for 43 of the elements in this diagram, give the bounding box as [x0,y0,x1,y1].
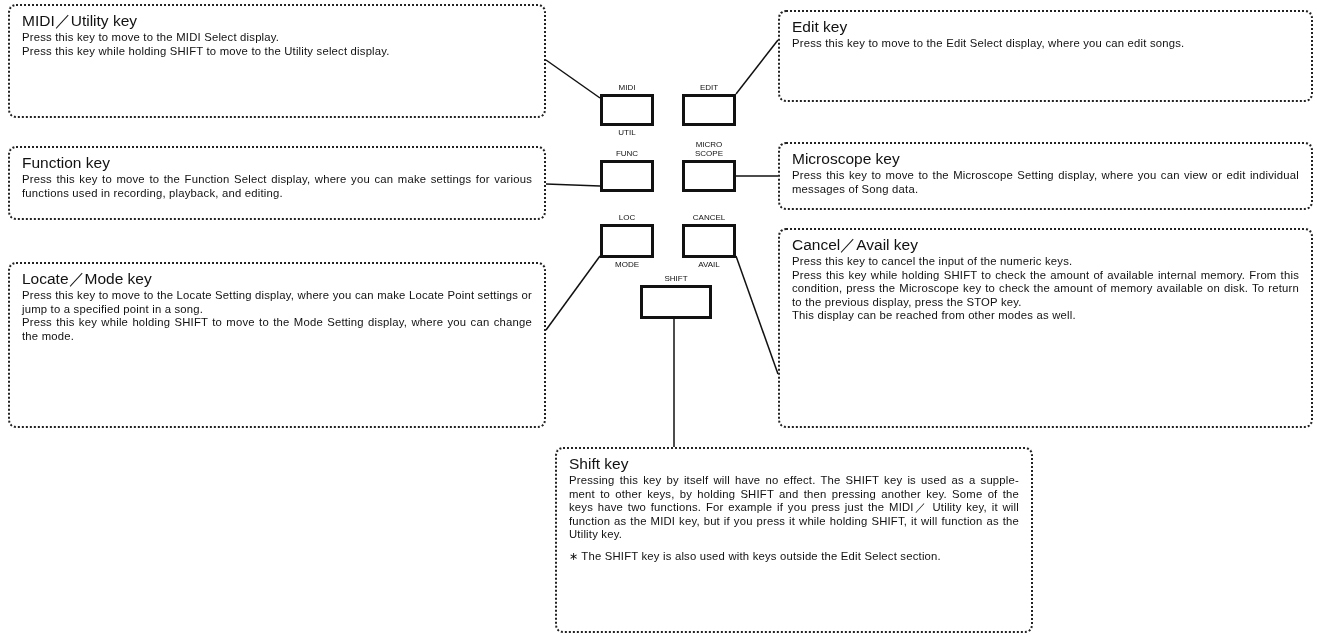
callout-text: Press this key while holding SHIFT to check the amount of available internal memory. From this condition, press the Microscope key to check the amount of memory available on disk. To return to the previous display, press the STOP key. [792,268,1299,310]
callout-box [778,10,1313,102]
callout-heading: Function key [22,154,111,172]
callout-box [8,146,546,220]
key-label: MIDI [618,83,636,92]
leader-line [545,59,601,99]
key-label: EDIT [699,83,719,92]
key-label: MODE [615,260,639,269]
callout-heading: Cancel／Avail key [792,236,919,254]
leader-line [735,39,779,95]
callout-heading: Shift key [569,455,630,473]
key-label: CANCEL [692,213,726,222]
leader-line [545,255,601,331]
callout-box [778,228,1313,428]
callout-text: Press this key to cancel the input of the numeric keys. [792,255,1074,269]
callout-text: Press this key while holding SHIFT to move to the Mode Setting display, where you can change the mode. [22,316,532,344]
leader-line [735,255,779,375]
callout-text: Press this key to move to the MIDI Select display. [22,31,281,45]
callout-heading: Microscope key [792,150,901,168]
leader-line [545,183,601,187]
callout-text: Press this key to move to the Edit Select display, where you can edit songs. [792,37,1186,51]
callout-box [555,447,1033,633]
callout-text: Press this key to move to the Locate Setting display, where you can make Locate Point settings or jump to a specified point in a song. [22,289,532,317]
callout-heading: Locate／Mode key [22,270,153,288]
callout-text: Pressing this key by itself will have no effect. The SHIFT key is used as a supple- ment to other keys, by holding SHIFT and then pressing another key. Some of the keys have two functions. For example if you press just the MIDI／ Utility key, it will function as the MIDI key, but if you press it while holding SHIFT, it will function as the Utility key. [569,474,1019,542]
key-label: LOC [618,213,636,222]
callout-box [778,142,1313,210]
leader-line [673,318,675,448]
callout-box [8,4,546,118]
leader-line [735,175,779,177]
callout-text: Press this key to move to the Microscope Setting display, where you can view or edit individual messages of Song data. [792,169,1299,197]
callout-text: Press this key to move to the Function Select display, where you can make settings for various functions used in recording, playback, and editing. [22,173,532,201]
callout-text: ∗ The SHIFT key is also used with keys outside the Edit Select section. [569,549,942,564]
key-label: AVAIL [698,260,720,269]
callout-heading: Edit key [792,18,849,36]
callout-box [8,262,546,428]
key-label: MICRO SCOPE [694,140,724,158]
callout-text: This display can be reached from other modes as well. [792,309,1077,323]
callout-heading: MIDI／Utility key [22,12,139,30]
callout-text: Press this key while holding SHIFT to move to the Utility select display. [22,44,391,59]
key-label: SHIFT [664,274,688,283]
key-label: FUNC [615,149,639,158]
key-label: UTIL [618,128,636,137]
